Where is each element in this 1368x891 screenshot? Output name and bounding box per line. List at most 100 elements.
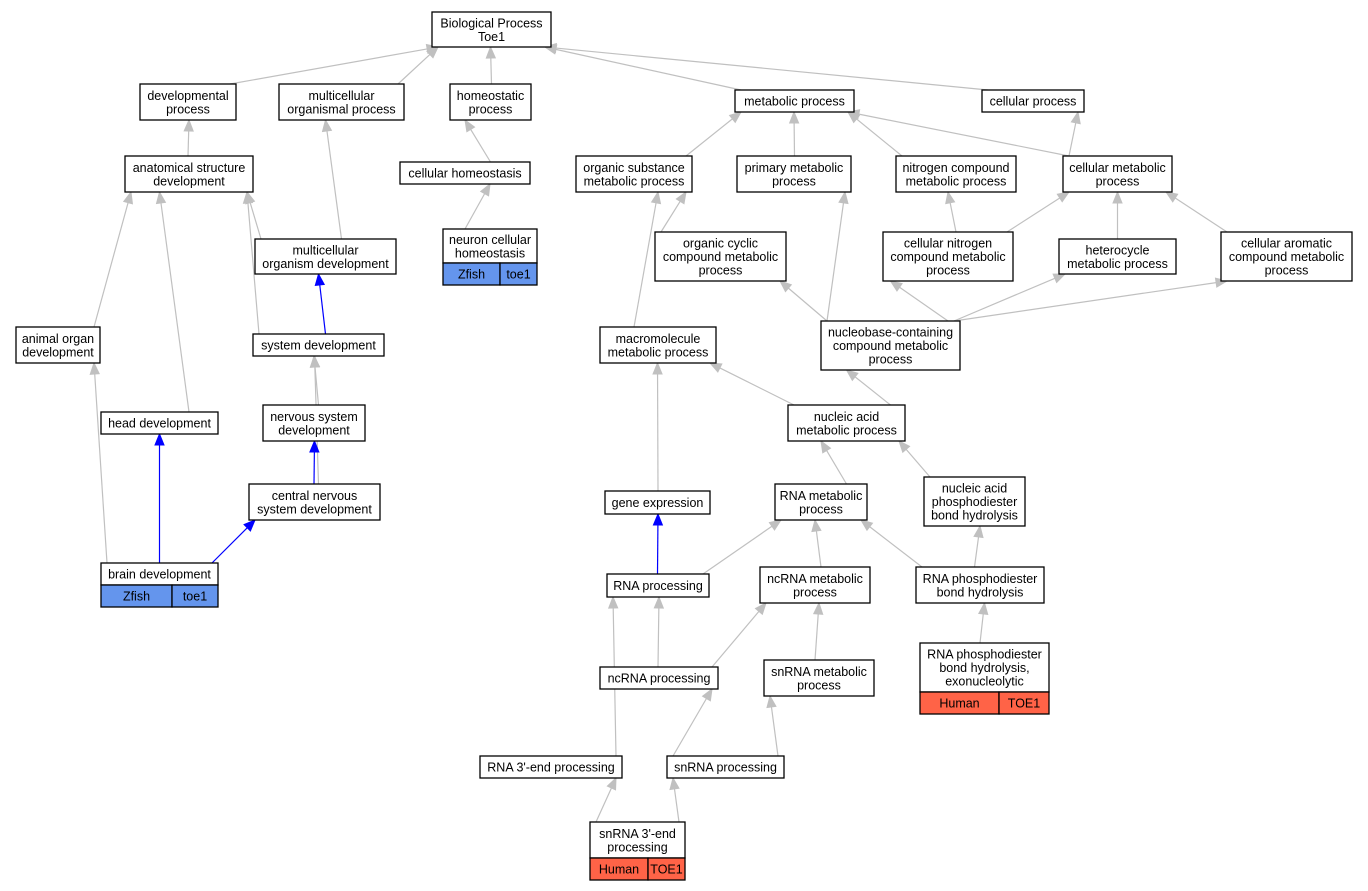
node-box	[787, 404, 906, 442]
node-box	[589, 821, 686, 859]
edge-namp-to-nbc	[845, 369, 891, 406]
node-label-line: process	[699, 264, 743, 278]
node-label-line: head development	[108, 417, 211, 431]
go-term-node-chomeo[interactable]: cellular homeostasis	[399, 161, 531, 185]
species-label: Human	[939, 697, 979, 711]
go-term-node-metab[interactable]: metabolic process	[734, 89, 855, 113]
gene-label: TOE1	[650, 863, 682, 877]
node-box	[254, 238, 397, 275]
node-box	[763, 659, 875, 697]
edge-cncmp-to-ncmp	[945, 190, 957, 233]
node-box	[479, 755, 623, 779]
go-term-node-rna3[interactable]: RNA 3'-end processing	[479, 755, 623, 779]
gene-label: toe1	[506, 268, 530, 282]
node-label-line: process	[1265, 264, 1309, 278]
edge-occmp-to-osmp	[660, 190, 687, 233]
node-box	[734, 89, 855, 113]
go-term-node-sysdev[interactable]: system development	[252, 333, 385, 357]
node-box	[248, 483, 381, 521]
node-label-line: ncRNA processing	[608, 672, 711, 686]
node-box	[449, 83, 532, 121]
node-label-line: central nervous	[272, 489, 357, 503]
go-term-node-geneexp[interactable]: gene expression	[604, 490, 711, 515]
node-label-line: process	[799, 502, 843, 516]
node-label-line: metabolic process	[608, 345, 709, 359]
node-label-line: bond hydrolysis	[937, 585, 1024, 599]
go-term-node-ncrnaproc[interactable]: ncRNA processing	[599, 666, 719, 690]
node-box	[1220, 231, 1353, 282]
node-label-line: organic substance	[583, 161, 685, 175]
node-label-line: system development	[261, 339, 376, 353]
node-label-line: homeostatic	[457, 89, 524, 103]
node-label-line: process	[469, 102, 513, 116]
node-label-line: development	[278, 423, 350, 437]
edge-rnapbhexo-to-rnapbh	[978, 601, 989, 644]
edge-asd-to-dev	[183, 118, 194, 157]
node-box	[820, 320, 961, 371]
node-label-line: neuron cellular	[449, 233, 531, 247]
edge-metab-to-bp	[543, 44, 742, 91]
edge-napbh-to-namp	[898, 439, 931, 478]
gene-cell	[171, 584, 219, 608]
edge-cellp-to-bp	[543, 42, 989, 91]
node-box	[736, 155, 852, 193]
species-label: Zfish	[458, 268, 485, 282]
go-term-node-cellp[interactable]: cellular process	[981, 89, 1085, 113]
node-label-line: homeostasis	[455, 246, 525, 260]
node-label-line: multicellular	[293, 243, 359, 257]
edge-homeo-to-bp	[485, 45, 497, 85]
gene-label: toe1	[183, 590, 207, 604]
go-term-node-rnaproc[interactable]: RNA processing	[606, 573, 710, 598]
node-box	[575, 155, 693, 193]
node-label-line: brain development	[108, 568, 211, 582]
edge-hmp-to-cmp	[1112, 190, 1123, 239]
node-label-line: process	[793, 585, 837, 599]
node-label-line: metabolic process	[906, 174, 1007, 188]
edge-ncrnaproc-to-ncrnamp	[711, 601, 767, 668]
node-label-line: compound metabolic	[663, 250, 778, 264]
go-term-node-headdev[interactable]: head development	[100, 411, 219, 435]
node-box	[15, 326, 101, 364]
node-box	[774, 483, 868, 521]
node-box	[100, 411, 219, 435]
node-label-line: Biological Process	[440, 16, 542, 30]
edge-pmp-to-metab	[788, 110, 800, 157]
node-label-line: cellular metabolic	[1069, 161, 1166, 175]
edge-rnamp-to-namp	[820, 439, 848, 485]
node-label-line: metabolic process	[584, 174, 685, 188]
node-box	[915, 566, 1045, 604]
go-term-node-snrnaproc[interactable]: snRNA processing	[666, 755, 785, 779]
node-label-line: animal organ	[22, 332, 94, 346]
